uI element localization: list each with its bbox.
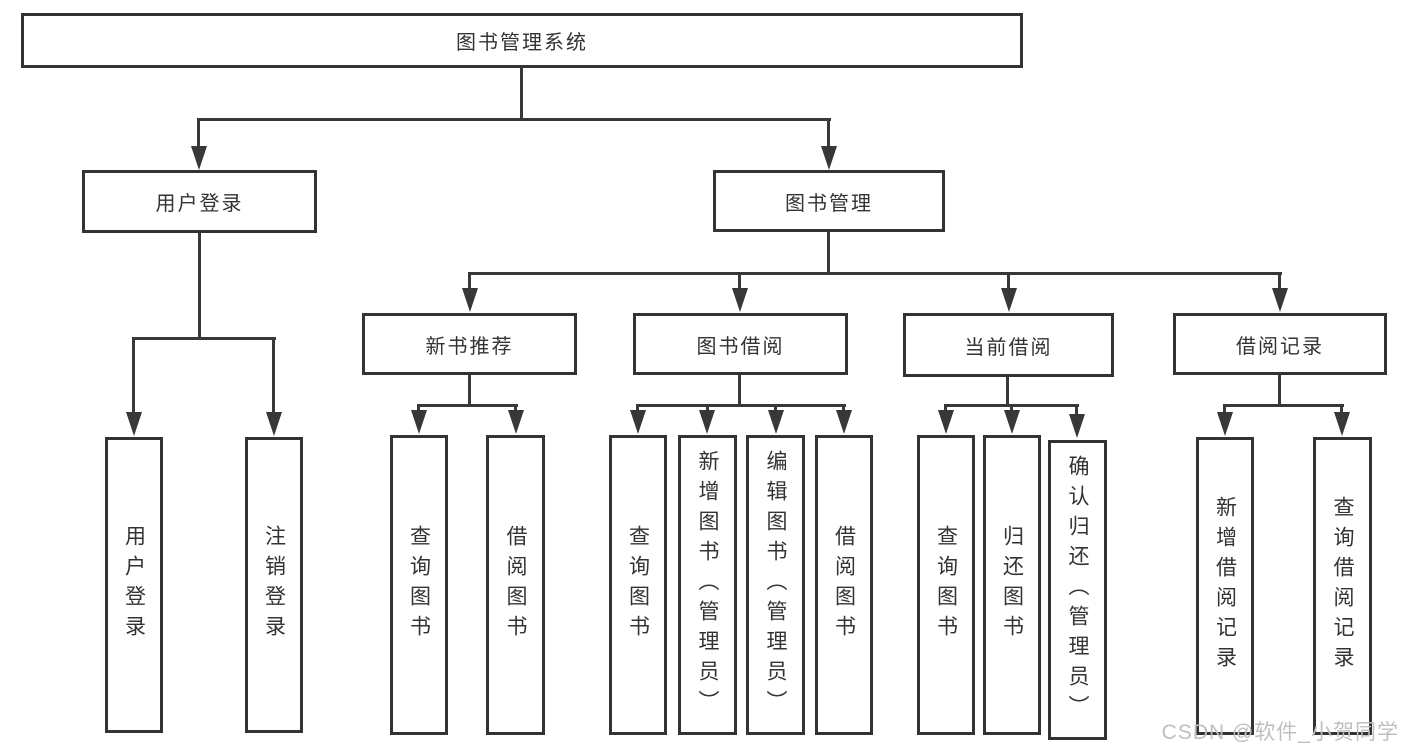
connector-root-split	[197, 118, 831, 121]
arrow-down-icon	[732, 288, 748, 312]
connector-drop	[1278, 375, 1281, 406]
arrow-down-icon	[126, 412, 142, 436]
arrow-down-icon	[699, 410, 715, 434]
arrow-down-icon	[1217, 412, 1233, 436]
arrow-down-icon	[821, 146, 837, 170]
node-new-book-recommend-label: 新书推荐	[425, 335, 514, 358]
connector-leaf-shaft	[417, 404, 420, 414]
connector-leaf-shaft	[944, 404, 947, 414]
leaf-logout-login: 注销登录	[245, 437, 303, 733]
connector-leaf-shaft	[1010, 404, 1013, 414]
node-user-login-label: 用户登录	[155, 193, 244, 215]
leaf-borrow-books-label: 借阅图书	[832, 525, 856, 645]
connector-level3-shaft	[468, 272, 471, 290]
leaf-query-books-borrow-label: 查询图书	[626, 525, 650, 645]
node-root: 图书管理系统	[21, 13, 1023, 68]
connector-user-login-split	[132, 337, 276, 340]
leaf-add-books-admin: 新增图书（管理员）	[678, 435, 737, 735]
connector-user-login-shaft	[197, 118, 200, 148]
leaf-edit-books-admin: 编辑图书（管理员）	[746, 435, 805, 735]
csdn-watermark: CSDN @软件_小贺同学	[1161, 721, 1399, 744]
arrow-down-icon	[938, 410, 954, 434]
arrow-down-icon	[1272, 288, 1288, 312]
connector-split	[417, 404, 518, 407]
node-borrow-records: 借阅记录	[1173, 313, 1387, 375]
connector-book-mgmt-split	[468, 272, 1282, 275]
arrow-down-icon	[836, 410, 852, 434]
arrow-down-icon	[411, 410, 427, 434]
leaf-borrow-books-recommend-label: 借阅图书	[504, 525, 527, 645]
arrow-down-icon	[266, 412, 282, 436]
node-current-borrow-label: 当前借阅	[964, 336, 1053, 359]
connector-level3-shaft	[1278, 272, 1281, 290]
arrow-down-icon	[1069, 414, 1085, 438]
arrow-down-icon	[462, 288, 478, 312]
leaf-add-borrow-record-label: 新增借阅记录	[1213, 496, 1237, 676]
leaf-query-borrow-record-label: 查询借阅记录	[1331, 496, 1354, 676]
arrow-down-icon	[508, 410, 524, 434]
leaf-return-books-label: 归还图书	[1000, 525, 1024, 645]
leaf-add-books-admin-label: 新增图书（管理员）	[696, 450, 719, 720]
connector-leaf-shaft	[1075, 404, 1078, 417]
arrow-down-icon	[191, 146, 207, 170]
connector-leaf-shaft	[132, 337, 135, 413]
arrow-down-icon	[1334, 412, 1350, 436]
node-current-borrow: 当前借阅	[903, 313, 1114, 377]
node-root-label: 图书管理系统	[456, 32, 588, 54]
leaf-confirm-return-admin: 确认归还（管理员）	[1048, 440, 1107, 740]
leaf-query-books-current: 查询图书	[917, 435, 975, 735]
connector-leaf-shaft	[842, 404, 845, 414]
connector-leaf-shaft	[514, 404, 517, 414]
connector-level3-shaft	[738, 272, 741, 290]
leaf-logout-login-label: 注销登录	[262, 525, 286, 645]
leaf-user-login-label: 用户登录	[122, 525, 146, 645]
connector-leaf-shaft	[1340, 404, 1343, 415]
arrow-down-icon	[630, 410, 646, 434]
leaf-add-borrow-record: 新增借阅记录	[1196, 437, 1254, 735]
connector-leaf-shaft	[1223, 404, 1226, 415]
node-user-login: 用户登录	[82, 170, 317, 233]
leaf-query-books-recommend: 查询图书	[390, 435, 448, 735]
node-borrow-records-label: 借阅记录	[1236, 335, 1324, 358]
connector-drop	[468, 375, 471, 406]
arrow-down-icon	[1001, 288, 1017, 312]
node-book-borrow-label: 图书借阅	[696, 335, 785, 358]
connector-leaf-shaft	[706, 404, 709, 414]
connector-user-login-drop	[198, 233, 201, 340]
node-book-management: 图书管理	[713, 170, 945, 232]
node-new-book-recommend: 新书推荐	[362, 313, 577, 375]
connector-leaf-shaft	[272, 337, 275, 413]
connector-book-mgmt-shaft	[827, 118, 830, 148]
leaf-query-books-recommend-label: 查询图书	[407, 525, 431, 645]
connector-drop	[1006, 377, 1009, 406]
leaf-return-books: 归还图书	[983, 435, 1041, 735]
arrow-down-icon	[1004, 410, 1020, 434]
connector-split	[636, 404, 846, 407]
node-book-management-label: 图书管理	[785, 192, 873, 215]
leaf-query-books-borrow: 查询图书	[609, 435, 667, 735]
leaf-query-books-current-label: 查询图书	[934, 525, 958, 645]
connector-leaf-shaft	[774, 404, 777, 414]
leaf-confirm-return-admin-label: 确认归还（管理员）	[1066, 455, 1089, 725]
connector-drop	[738, 375, 741, 406]
leaf-user-login: 用户登录	[105, 437, 163, 733]
connector-book-mgmt-drop	[827, 232, 830, 275]
arrow-down-icon	[768, 410, 784, 434]
connector-root-drop	[520, 67, 523, 120]
connector-leaf-shaft	[636, 404, 639, 414]
connector-split	[1223, 404, 1344, 407]
leaf-edit-books-admin-label: 编辑图书（管理员）	[764, 450, 787, 720]
leaf-borrow-books: 借阅图书	[815, 435, 873, 735]
leaf-borrow-books-recommend: 借阅图书	[486, 435, 545, 735]
connector-level3-shaft	[1007, 272, 1010, 290]
node-book-borrow: 图书借阅	[633, 313, 848, 375]
leaf-query-borrow-record: 查询借阅记录	[1313, 437, 1372, 735]
